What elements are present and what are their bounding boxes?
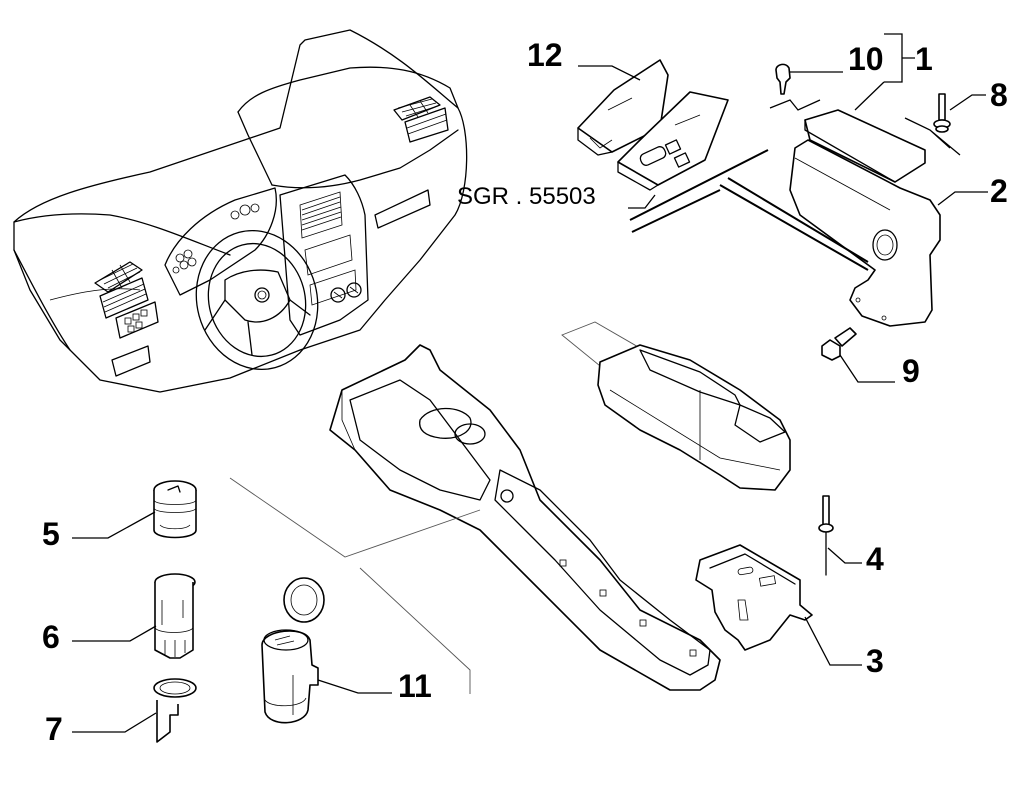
leader-3: [804, 616, 862, 666]
callout-6: 6: [42, 619, 60, 655]
leader-9: [839, 354, 895, 383]
lighter-socket-part-6: [154, 573, 196, 659]
callout-1: 1: [915, 41, 933, 77]
callout-10: 10: [848, 41, 884, 77]
clip-part-10: [775, 63, 791, 95]
armrest: [789, 109, 941, 327]
callout-2: 2: [990, 173, 1008, 209]
leader-4: [827, 547, 862, 564]
center-console: [329, 344, 721, 691]
leader-8: [949, 94, 986, 111]
callout-3: 3: [866, 643, 884, 679]
leader-7: [72, 712, 157, 733]
callout-11: 11: [398, 668, 432, 704]
power-outlet-part-11: [261, 577, 325, 724]
dashboard: [13, 29, 468, 393]
bracket-part-3: [695, 544, 813, 651]
screw-part-8: [933, 93, 951, 133]
bolt-part-9: [821, 327, 857, 361]
leader-12: [578, 65, 641, 81]
callout-7: 7: [45, 711, 63, 747]
sgr-reference-label: SGR . 55503: [457, 183, 596, 210]
leader-11: [317, 679, 392, 694]
callout-labels: 1 2 3 4 5 6 7 8 9 10 11 12 SGR . 55503: [42, 37, 1008, 747]
window-switch-panel: [617, 91, 729, 191]
leader-lines: [72, 33, 988, 733]
leader-1: [854, 81, 885, 111]
reference-lines: [229, 149, 869, 694]
leader-6: [72, 625, 157, 642]
leader-5: [72, 511, 156, 539]
leader-bracket-1: [884, 33, 915, 83]
callout-4: 4: [866, 541, 884, 577]
leader-sgr: [628, 194, 656, 209]
callout-8: 8: [990, 77, 1008, 113]
console-rear-tray: [561, 321, 791, 491]
rivet-part-4: [818, 495, 834, 576]
leader-2: [937, 191, 988, 206]
callout-5: 5: [42, 516, 60, 552]
callout-9: 9: [902, 353, 920, 389]
cigar-lighter-part-5: [153, 480, 197, 539]
lighter-ring-part-7: [153, 678, 197, 743]
steering-wheel: [195, 229, 319, 371]
callout-12: 12: [527, 37, 563, 73]
